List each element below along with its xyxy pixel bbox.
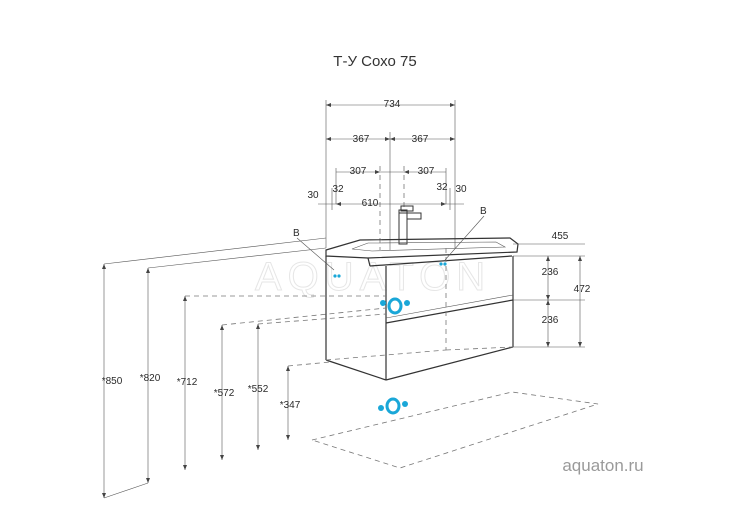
marker-label-right: B (480, 206, 487, 217)
dim-height-572: *572 (214, 388, 235, 399)
dim-drawer-top: 236 (542, 267, 559, 278)
floor-inlet-right-icon (402, 401, 408, 407)
dim-half-right: 367 (412, 134, 429, 145)
dim-basin-width: 610 (362, 198, 379, 209)
top-dimensions: 734 367 367 307 307 30 32 610 32 30 (307, 99, 467, 250)
right-dimensions: 455 236 236 472 (513, 231, 591, 348)
left-dimensions: *850 *820 *712 *572 *552 *347 (102, 237, 387, 498)
dim-edge-left-30: 30 (307, 190, 319, 201)
watermark: AQUATON (255, 255, 491, 299)
water-inlet-right-icon (404, 300, 410, 306)
dim-height-712: *712 (177, 377, 198, 388)
dim-height-820: *820 (140, 373, 161, 384)
dim-width-total: 734 (384, 99, 401, 110)
dim-depth: 455 (552, 231, 569, 242)
dim-body-height: 472 (574, 284, 591, 295)
dim-inner-right: 307 (418, 166, 435, 177)
dim-edge-right-30: 30 (455, 184, 467, 195)
water-inlet-left-icon (380, 300, 386, 306)
dim-edge-left-32: 32 (332, 184, 344, 195)
floor-outline (103, 391, 599, 499)
floor-drain-icon (385, 397, 401, 415)
floor-inlet-left-icon (378, 405, 384, 411)
brand-url[interactable]: aquaton.ru (562, 456, 643, 475)
cabinet-drawing (325, 248, 514, 381)
dim-height-552: *552 (248, 384, 269, 395)
dim-drawer-bottom: 236 (542, 315, 559, 326)
drain-icon (387, 297, 403, 315)
dim-half-left: 367 (353, 134, 370, 145)
dim-edge-right-32: 32 (436, 182, 448, 193)
dim-inner-left: 307 (350, 166, 367, 177)
dim-height-347: *347 (280, 400, 301, 411)
basin-drawing (325, 237, 519, 267)
connection-markers: B B (293, 206, 487, 415)
faucet-drawing (398, 205, 422, 245)
marker-label-left: B (293, 228, 300, 239)
drawing-title: Т-У Сохо 75 (333, 53, 416, 70)
dim-height-850: *850 (102, 376, 123, 387)
